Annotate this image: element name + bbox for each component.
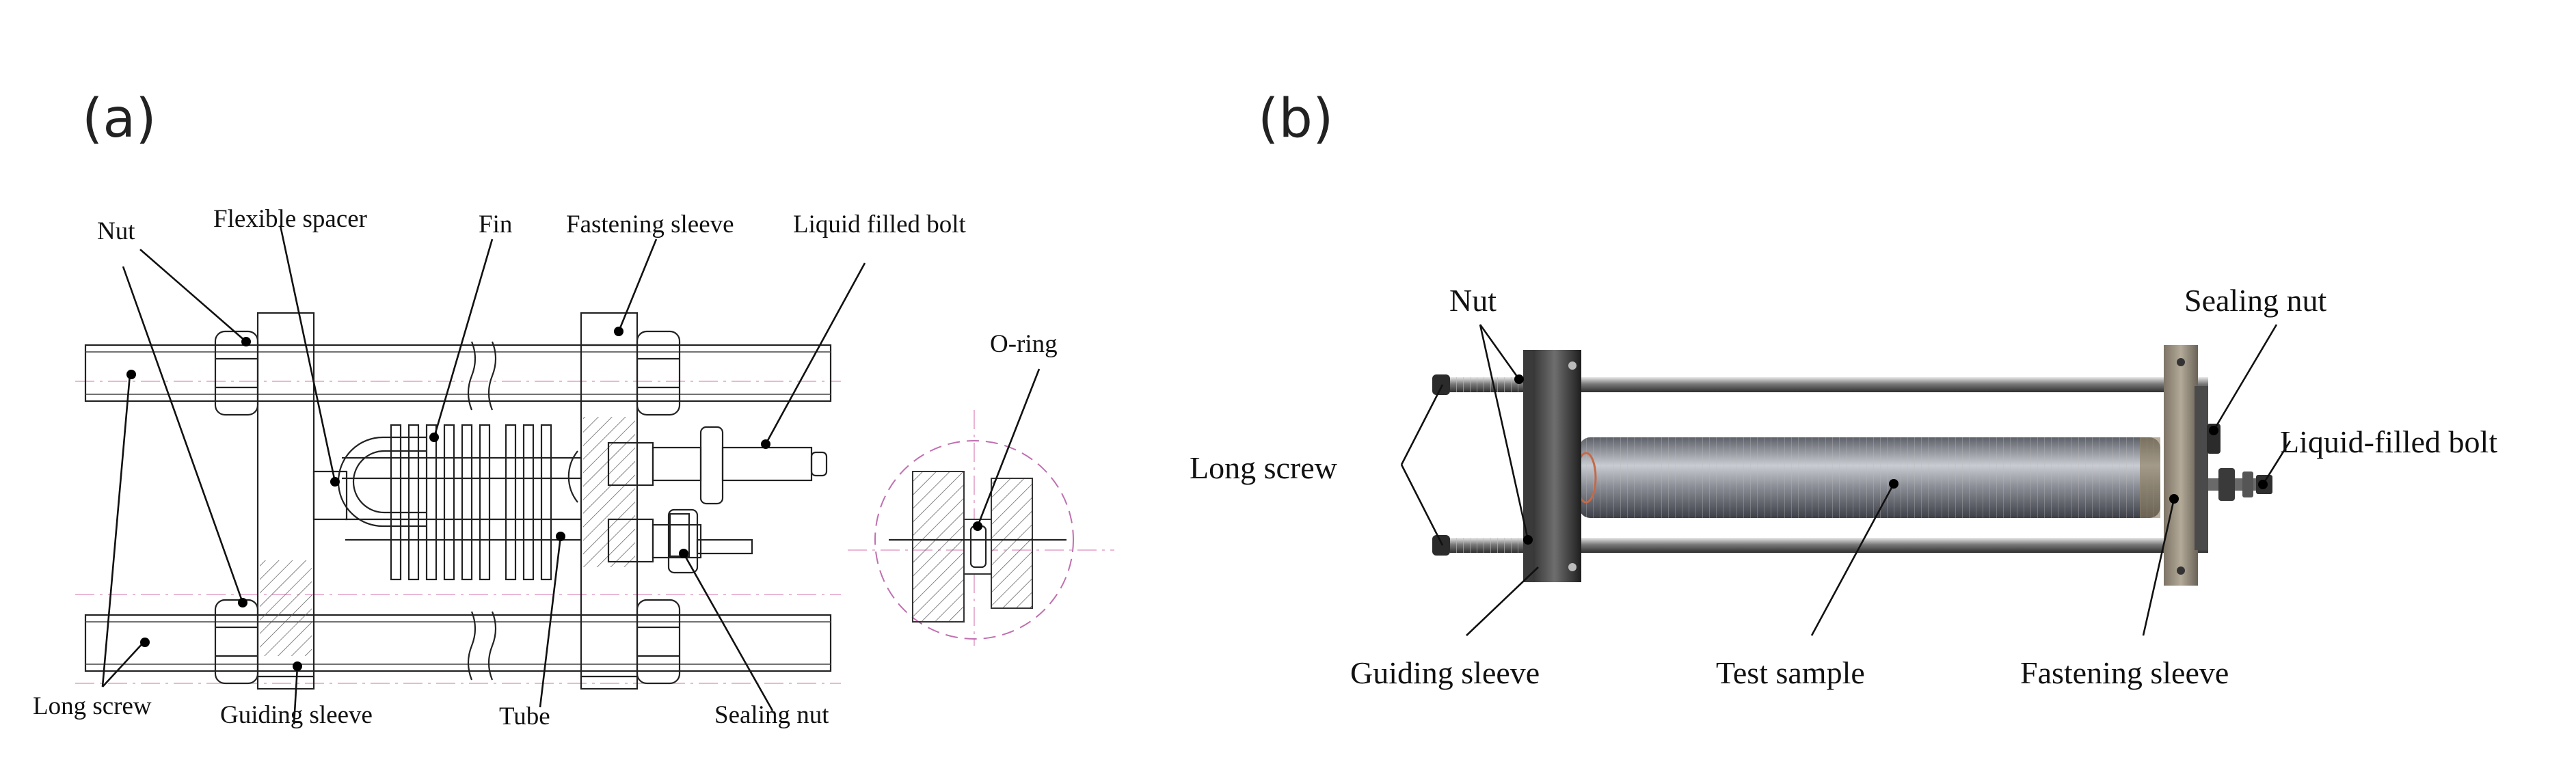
label-b-test-sample: Test sample <box>1716 655 1865 690</box>
photo-liquid-filled-bolt <box>2207 424 2272 501</box>
lower-long-screw <box>84 611 832 681</box>
label-a-tube: Tube <box>499 702 550 730</box>
label-a-nut: Nut <box>97 217 135 245</box>
label-a-long-screw: Long screw <box>33 692 152 720</box>
guiding-sleeve-plate <box>256 312 315 690</box>
leaders-b <box>1400 324 2292 636</box>
o-ring-detail <box>874 440 1074 640</box>
photo-test-sample <box>1575 437 2160 518</box>
panel-a-label: (a) <box>82 88 157 150</box>
label-a-guiding-sleeve: Guiding sleeve <box>220 701 373 729</box>
fins-group-1 <box>390 424 491 581</box>
fins-group-2 <box>505 424 552 581</box>
fastening-sleeve-plate <box>580 312 639 690</box>
panel-a: (a) <box>33 88 1114 730</box>
flexible-spacer-block <box>312 470 348 521</box>
label-a-sealing-nut: Sealing nut <box>714 701 829 729</box>
label-b-long-screw: Long screw <box>1190 450 1338 485</box>
nut-upper-left <box>214 330 259 416</box>
panel-b: (b) <box>1190 88 2497 690</box>
photo-long-screws <box>1432 374 2208 556</box>
upper-long-screw <box>84 341 832 411</box>
label-b-fastening-sleeve: Fastening sleeve <box>2020 655 2229 690</box>
tube-pair <box>342 456 582 541</box>
leader-dots-b <box>1514 374 2268 545</box>
u-tube <box>337 436 427 528</box>
label-a-o-ring: O-ring <box>990 330 1058 358</box>
panel-b-label: (b) <box>1258 88 1333 150</box>
leaders-a <box>101 225 1041 725</box>
label-a-flexible-spacer: Flexible spacer <box>213 205 367 233</box>
label-b-guiding-sleeve: Guiding sleeve <box>1350 655 1540 690</box>
label-a-liquid-filled-bolt: Liquid filled bolt <box>793 210 967 238</box>
label-b-nut: Nut <box>1449 283 1497 318</box>
label-b-sealing-nut: Sealing nut <box>2184 283 2326 318</box>
label-a-fastening-sleeve: Fastening sleeve <box>566 210 734 238</box>
label-b-liquid-filled-bolt: Liquid-filled bolt <box>2280 424 2497 459</box>
photo-guiding-sleeve <box>1523 350 1581 582</box>
sealing-nut-assembly <box>607 508 753 574</box>
photo-fastening-sleeve <box>2164 345 2208 586</box>
nut-lower-right <box>636 599 681 685</box>
leader-dots-a <box>126 327 982 671</box>
nut-upper-right <box>636 330 681 416</box>
label-a-fin: Fin <box>479 210 512 238</box>
